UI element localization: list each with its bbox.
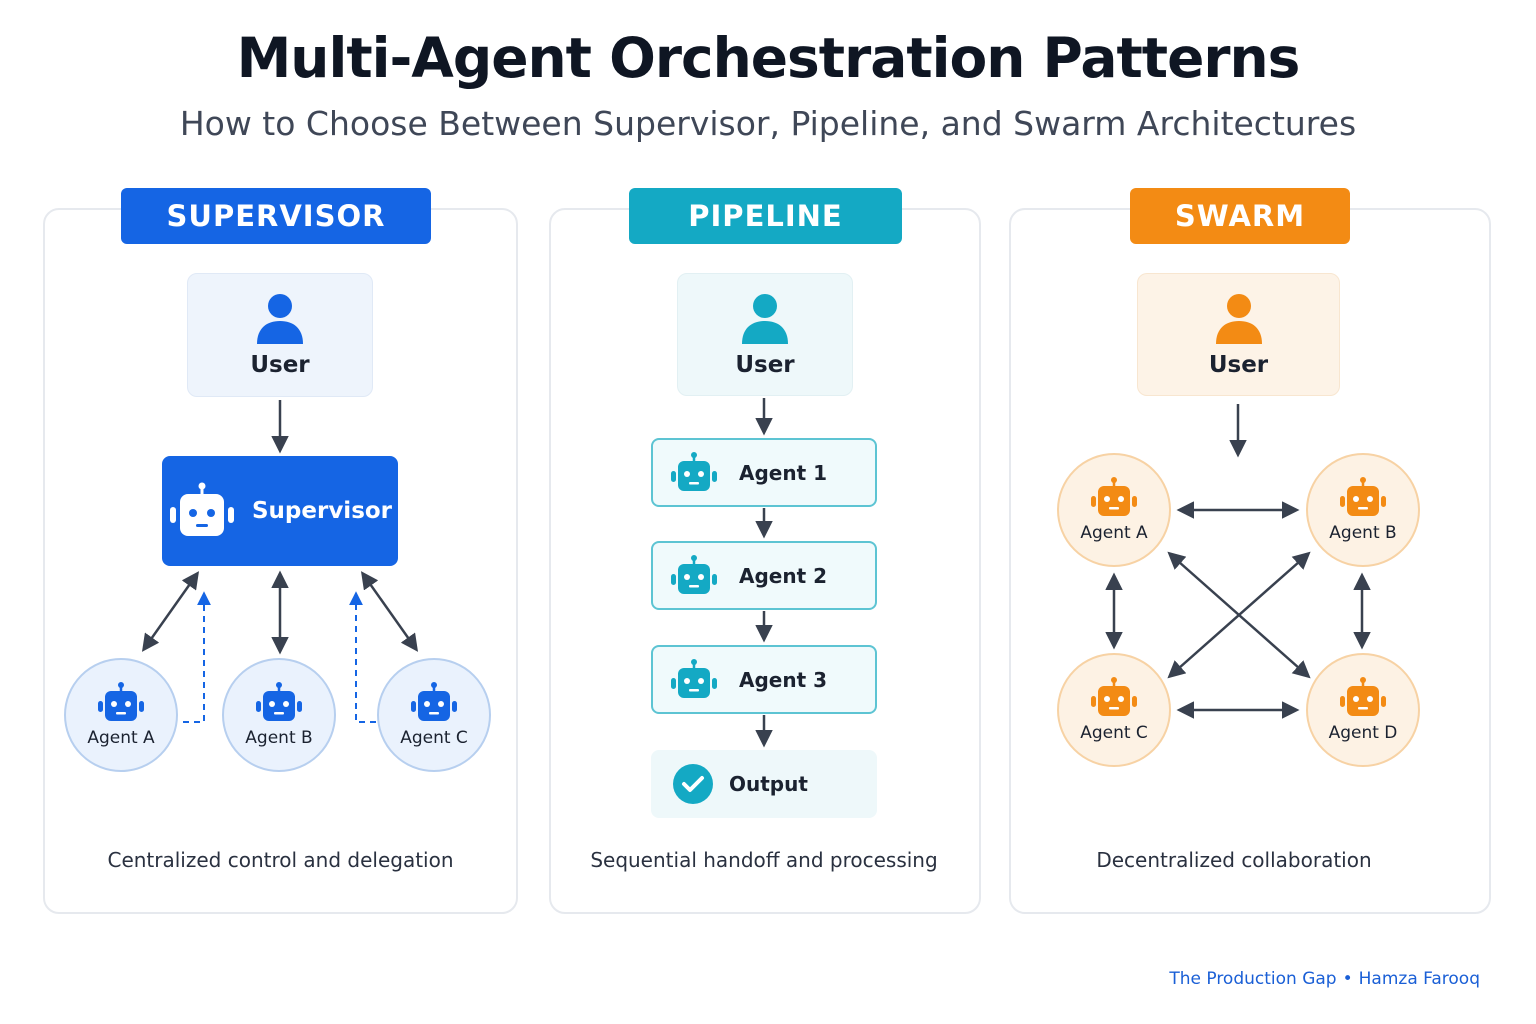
step-label: Agent 1 xyxy=(739,460,828,485)
swarm-agent-a: Agent A xyxy=(1057,453,1171,567)
swarm-heading: SWARM xyxy=(1130,188,1350,244)
pipeline-user-box: User xyxy=(677,273,853,396)
robot-icon xyxy=(98,682,144,721)
agent-label: Agent C xyxy=(1080,723,1148,743)
supervisor-agent-c: Agent C xyxy=(377,658,491,772)
swarm-agent-d: Agent D xyxy=(1306,653,1420,767)
publication-name: The Production Gap xyxy=(1169,969,1337,989)
swarm-agent-c: Agent C xyxy=(1057,653,1171,767)
user-icon xyxy=(257,294,303,344)
arrow-supervisor-agent-c xyxy=(360,571,419,652)
swarm-caption: Decentralized collaboration xyxy=(1096,848,1372,872)
swarm-user-box: User xyxy=(1137,273,1340,396)
user-label: User xyxy=(735,352,795,378)
pipeline-heading: PIPELINE xyxy=(629,188,902,244)
output-label: Output xyxy=(729,772,808,796)
robot-icon xyxy=(1091,677,1137,716)
pipeline-caption: Sequential handoff and processing xyxy=(590,848,938,872)
dashed-return-agent-a xyxy=(183,591,211,723)
swarm-agent-b: Agent B xyxy=(1306,453,1420,567)
agent-label: Agent B xyxy=(1329,523,1397,543)
agent-label: Agent A xyxy=(1080,523,1148,543)
user-icon xyxy=(1215,294,1262,344)
supervisor-agent-a: Agent A xyxy=(64,658,178,772)
agent-label: Agent D xyxy=(1328,723,1398,743)
robot-icon xyxy=(671,658,717,698)
arrow-swarm-b-c xyxy=(1167,551,1311,679)
robot-icon xyxy=(1340,677,1386,716)
robot-icon xyxy=(169,482,234,536)
robot-icon xyxy=(1340,477,1386,516)
agent-label: Agent B xyxy=(245,728,313,748)
pipeline-step-1: Agent 1 xyxy=(651,438,877,507)
pipeline-output: Output xyxy=(651,750,877,818)
step-label: Agent 3 xyxy=(739,667,828,692)
page-subtitle: How to Choose Between Supervisor, Pipeli… xyxy=(179,104,1357,143)
user-icon xyxy=(742,294,788,344)
checkmark-icon xyxy=(673,764,713,804)
robot-icon xyxy=(1091,477,1137,516)
robot-icon xyxy=(671,554,717,594)
robot-icon xyxy=(671,451,717,491)
pipeline-step-3: Agent 3 xyxy=(651,645,877,714)
dashed-return-agent-c xyxy=(349,591,376,723)
supervisor-heading: SUPERVISOR xyxy=(121,188,431,244)
step-label: Agent 2 xyxy=(739,563,828,588)
user-label: User xyxy=(1208,352,1269,378)
supervisor-label: Supervisor xyxy=(251,498,393,524)
footer-separator: • xyxy=(1342,969,1353,989)
page-title: Multi-Agent Orchestration Patterns xyxy=(236,26,1301,90)
pipeline-step-2: Agent 2 xyxy=(651,541,877,610)
robot-icon xyxy=(411,682,457,721)
supervisor-agent-b: Agent B xyxy=(222,658,336,772)
arrow-supervisor-agent-a xyxy=(141,571,200,652)
robot-icon xyxy=(256,682,302,721)
supervisor-node: Supervisor xyxy=(162,456,398,566)
author-name: Hamza Farooq xyxy=(1358,969,1480,989)
supervisor-caption: Centralized control and delegation xyxy=(107,848,454,872)
user-label: User xyxy=(250,352,310,378)
footer-credit: The Production Gap•Hamza Farooq xyxy=(1169,969,1480,989)
agent-label: Agent A xyxy=(87,728,155,748)
supervisor-user-box: User xyxy=(187,273,373,397)
agent-label: Agent C xyxy=(400,728,468,748)
